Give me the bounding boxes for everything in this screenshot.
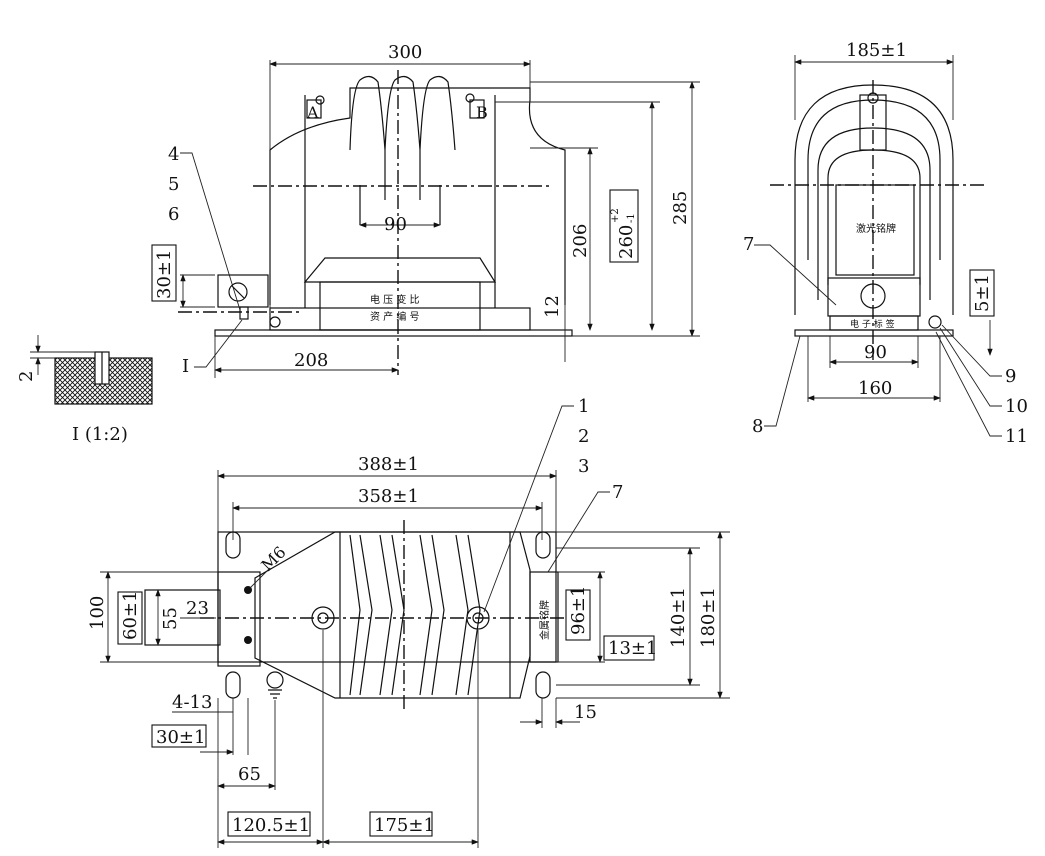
dim-width-300: 300	[388, 42, 422, 63]
dim-388: 388±1	[358, 454, 419, 475]
dim-140: 140±1	[668, 587, 689, 648]
dim-30-top: 30±1	[156, 727, 205, 748]
side-plate-top: 激光铭牌	[856, 222, 896, 235]
dim-120-5: 120.5±1	[232, 815, 310, 836]
side-callout-8: 8	[752, 416, 763, 437]
callout-5: 5	[168, 174, 179, 195]
dim-23: 23	[186, 598, 209, 619]
side-callout-11: 11	[1005, 426, 1028, 447]
dim-180: 180±1	[698, 587, 719, 648]
dim-65: 65	[238, 764, 261, 785]
top-metal-plate	[529, 571, 559, 663]
front-view: 300 A B 电 压 变 比 资 产 编 号 90	[151, 42, 700, 378]
dim-160: 160	[858, 378, 892, 399]
dim-m6: M6	[257, 543, 289, 575]
dim-13: 13±1	[608, 638, 657, 659]
side-callout-9: 9	[1005, 366, 1016, 387]
front-base-plate	[214, 329, 573, 337]
tol-plus: +2	[610, 208, 621, 223]
dim-4-13: 4-13	[172, 692, 212, 713]
front-sheds	[349, 75, 456, 151]
terminal-b: B	[476, 103, 488, 122]
metal-plate-text: 金属铭牌	[538, 600, 551, 640]
dim-90-side: 90	[864, 342, 887, 363]
dim-100: 100	[87, 596, 108, 630]
dim-208: 208	[294, 350, 328, 371]
detail-view: 2 I (1:2)	[16, 335, 153, 445]
dim-15: 15	[574, 702, 597, 723]
top-callout-1: 1	[578, 396, 589, 417]
top-corrugations	[349, 534, 481, 696]
dim-2-detail: 2	[16, 371, 37, 382]
dim-185: 185±1	[846, 40, 907, 61]
front-core-dome	[303, 257, 497, 283]
top-callout-7: 7	[612, 482, 623, 503]
dim-206: 206	[570, 224, 591, 258]
tol-minus: -1	[626, 213, 637, 223]
nameplate-line1: 电 压 变 比	[370, 293, 420, 306]
top-callout-2: 2	[578, 426, 589, 447]
dim-90-front: 90	[384, 214, 407, 235]
detail-label: I (1:2)	[72, 424, 128, 445]
dim-5: 5±1	[972, 274, 993, 312]
dim-60: 60±1	[120, 591, 141, 640]
side-outer-arch	[794, 84, 954, 315]
front-ground-terminal	[217, 274, 269, 308]
top-callout-3: 3	[578, 456, 589, 477]
terminal-a: A	[306, 103, 319, 122]
dim-285: 285	[670, 191, 691, 225]
callout-4: 4	[168, 144, 179, 165]
dim-175: 175±1	[374, 815, 435, 836]
side-callout-10: 10	[1005, 396, 1028, 417]
dim-96: 96±1	[568, 586, 589, 635]
side-base	[794, 329, 954, 337]
side-plate-bottom: 电 子 标 签	[850, 318, 895, 330]
side-callout-7: 7	[743, 234, 754, 255]
dim-30-front: 30±1	[154, 250, 175, 299]
dim-260: 260	[616, 225, 637, 259]
top-view: 388±1 358±1 M6 10	[87, 396, 730, 848]
callout-6: 6	[168, 204, 179, 225]
nameplate-line2: 资 产 编 号	[370, 310, 420, 323]
callout-I: I	[182, 356, 189, 377]
dim-55: 55	[160, 607, 181, 630]
front-housing	[269, 87, 566, 305]
side-view: 185±1 激光铭牌 电 子 标 签 5±1 90 160 7 8 9	[743, 40, 1028, 447]
dim-358: 358±1	[358, 486, 419, 507]
dim-12: 12	[542, 295, 563, 318]
